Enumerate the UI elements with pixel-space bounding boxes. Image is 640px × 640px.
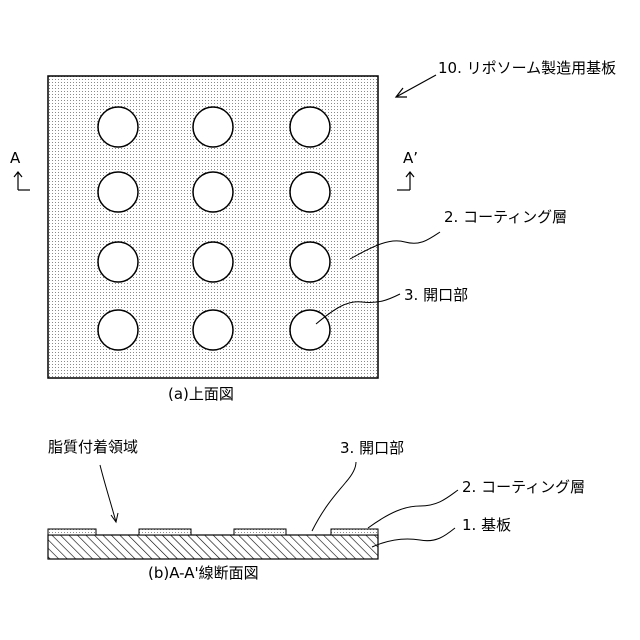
cross-opening-label: 3. 開口部 <box>340 441 404 456</box>
opening-circle <box>98 172 138 212</box>
opening-circle <box>290 172 330 212</box>
lipid-region-arrow <box>100 465 118 522</box>
cross-substrate-label: 1. 基板 <box>462 518 511 533</box>
substrate-label: 10. リポソーム製造用基板 <box>438 61 616 76</box>
section-mark-a-prime: A’ <box>403 151 418 166</box>
opening-circle <box>193 172 233 212</box>
substrate-layer <box>48 535 378 559</box>
opening-circle <box>98 242 138 282</box>
opening-circle <box>290 107 330 147</box>
coating-segment <box>48 529 96 535</box>
coating-segment <box>234 529 286 535</box>
cross-coating-leader-line <box>368 490 458 528</box>
section-marker-left <box>14 172 30 190</box>
section-marker-right <box>397 172 414 190</box>
section-mark-a: A <box>10 151 20 166</box>
opening-circle <box>290 242 330 282</box>
coating-layer-segments <box>48 529 378 535</box>
opening-label: 3. 開口部 <box>404 288 468 303</box>
coating-segment <box>139 529 191 535</box>
cross-section-caption: (b)A-A'線断面図 <box>148 566 259 581</box>
top-view-caption: (a)上面図 <box>168 387 234 402</box>
lipid-region-label: 脂質付着領域 <box>48 440 138 455</box>
coating-label: 2. コーティング層 <box>444 210 567 225</box>
substrate-pointer-arrow <box>396 75 436 97</box>
opening-circle <box>193 310 233 350</box>
cross-substrate-leader-line <box>372 528 455 547</box>
cross-coating-label: 2. コーティング層 <box>462 480 585 495</box>
opening-circle <box>98 107 138 147</box>
opening-circle <box>193 107 233 147</box>
opening-circle <box>290 310 330 350</box>
coating-segment <box>331 529 378 535</box>
cross-opening-leader-line <box>312 462 356 531</box>
opening-circle <box>193 242 233 282</box>
opening-circle <box>98 310 138 350</box>
